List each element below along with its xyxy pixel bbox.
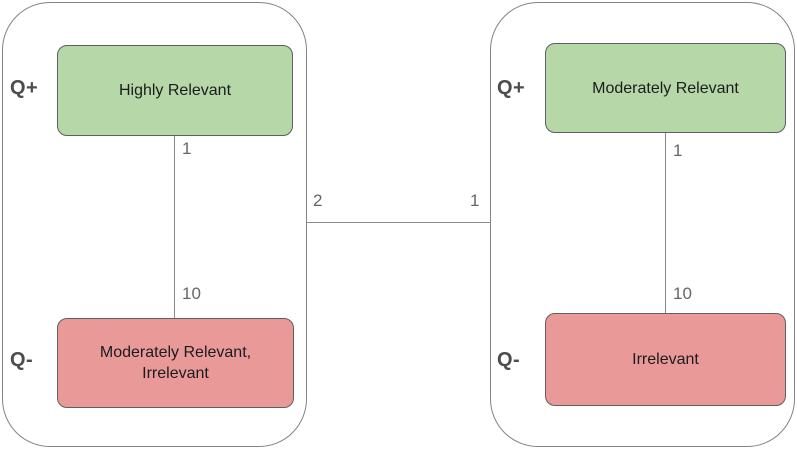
left-negative-node: Moderately Relevant, Irrelevant bbox=[57, 318, 294, 408]
left-edge-line bbox=[174, 136, 175, 318]
right-negative-node-label: Irrelevant bbox=[632, 351, 699, 368]
right-edge-bottom-weight: 10 bbox=[673, 284, 692, 303]
right-q-plus-label: Q+ bbox=[497, 77, 526, 99]
right-negative-node: Irrelevant bbox=[545, 313, 786, 406]
connector-right-weight: 1 bbox=[470, 191, 480, 210]
left-edge-top-weight: 1 bbox=[182, 139, 192, 158]
left-cluster-outline bbox=[2, 2, 307, 447]
left-negative-node-label: Moderately Relevant, Irrelevant bbox=[99, 344, 252, 382]
left-q-plus-label: Q+ bbox=[10, 77, 39, 99]
cluster-connector-line bbox=[307, 222, 490, 223]
right-cluster-outline bbox=[490, 2, 795, 447]
right-positive-node: Moderately Relevant bbox=[545, 43, 786, 133]
connector-left-weight: 2 bbox=[313, 191, 323, 210]
right-edge-line bbox=[665, 133, 666, 313]
right-positive-node-label: Moderately Relevant bbox=[592, 79, 739, 97]
left-q-minus-label: Q- bbox=[10, 349, 34, 371]
right-q-minus-label: Q- bbox=[497, 349, 521, 371]
left-edge-bottom-weight: 10 bbox=[182, 284, 201, 303]
left-positive-node: Highly Relevant bbox=[57, 45, 293, 136]
right-edge-top-weight: 1 bbox=[673, 141, 683, 160]
left-positive-node-label: Highly Relevant bbox=[118, 82, 232, 99]
